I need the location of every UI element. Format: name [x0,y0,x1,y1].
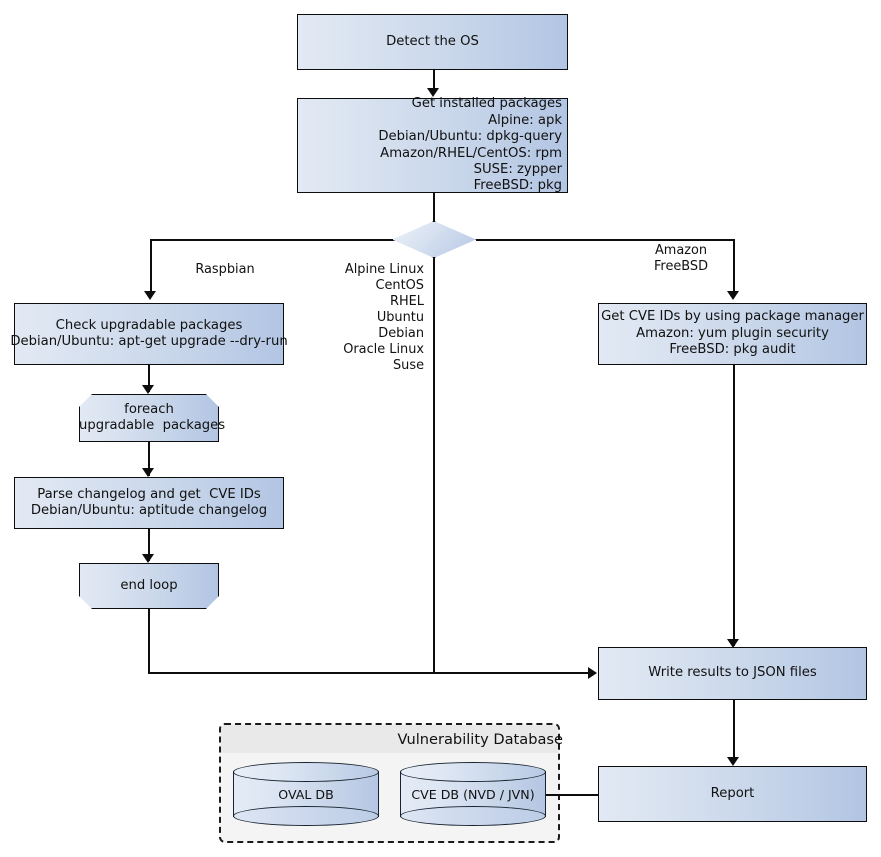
node-os-decision[interactable] [392,221,476,258]
node-check-upgradable-packages[interactable]: Check upgradable packages Debian/Ubuntu:… [10,303,288,365]
cve-db-cylinder-top [400,762,546,782]
arrowhead-foreach [142,385,154,394]
node-detect-the-os-label: Detect the OS [386,33,479,49]
node-report[interactable]: Report [598,766,867,822]
edge-write-to-report [733,700,735,763]
node-report-label: Report [710,785,755,801]
node-oval-db-label: OVAL DB [278,786,334,802]
arrowhead-report [727,757,739,766]
edge-decision-right-v [733,239,735,295]
node-get-cve-ids[interactable]: Get CVE IDs by using package manager Ama… [598,303,867,365]
node-detect-the-os[interactable]: Detect the OS [297,14,568,70]
node-parse-changelog[interactable]: Parse changelog and get CVE IDs Debian/U… [14,477,284,529]
node-cve-db[interactable]: CVE DB (NVD / JVN) [400,762,546,826]
node-oval-db[interactable]: OVAL DB [233,762,379,826]
cluster-title-text: Vulnerability Database [397,730,563,748]
edge-foreach-to-parse [148,442,150,476]
edge-packages-to-decision [433,193,435,222]
node-foreach-upgradable-packages-label: foreach upgradable packages [79,401,226,433]
edge-cve-to-write [733,365,735,646]
diamond-shape [392,221,476,258]
node-get-cve-ids-label: Get CVE IDs by using package manager Ama… [601,309,864,358]
edge-detect-to-packages [433,70,435,93]
loop-start-shape [79,394,219,442]
edge-decision-left-v [150,239,152,295]
edge-db-to-report [545,794,598,796]
arrowhead-get-cve-ids [727,291,739,300]
edge-decision-left-h [150,239,395,241]
edge-parse-to-endloop [148,529,150,561]
cluster-title: Vulnerability Database [221,725,563,753]
edge-label-raspbian: Raspbian [195,262,255,277]
arrowhead-write-results-top [727,639,739,648]
node-get-installed-packages-label: Get installed packages Alpine: apk Debia… [378,96,562,194]
edge-decision-middle-v [433,257,435,673]
edge-label-amazon-freebsd: Amazon FreeBSD [653,243,709,274]
loop-end-shape [79,563,219,609]
oval-db-cylinder-top [233,762,379,782]
oval-db-cylinder-bottom [233,806,379,826]
node-end-loop[interactable]: end loop [79,563,219,609]
edge-check-to-foreach [148,365,150,392]
node-cve-db-label: CVE DB (NVD / JVN) [411,786,535,802]
edge-decision-right-h [476,239,735,241]
node-write-results-to-json-label: Write results to JSON files [648,665,817,681]
arrowhead-end-loop [142,554,154,563]
edge-merge-to-write [148,672,591,674]
node-parse-changelog-label: Parse changelog and get CVE IDs Debian/U… [30,486,268,518]
edge-endloop-down [148,609,150,673]
arrowhead-parse-changelog [142,468,154,477]
arrowhead-packages [427,88,439,97]
edge-label-middle-distros: Alpine Linux CentOS RHEL Ubuntu Debian O… [343,262,424,373]
arrowhead-check-upgradable [144,291,156,300]
cve-db-cylinder-bottom [400,806,546,826]
node-write-results-to-json[interactable]: Write results to JSON files [598,647,867,700]
node-get-installed-packages[interactable]: Get installed packages Alpine: apk Debia… [297,96,568,194]
node-check-upgradable-packages-label: Check upgradable packages Debian/Ubuntu:… [10,317,288,349]
arrowhead-write-results [588,667,597,679]
node-end-loop-label: end loop [120,577,178,593]
node-foreach-upgradable-packages[interactable]: foreach upgradable packages [79,394,226,442]
